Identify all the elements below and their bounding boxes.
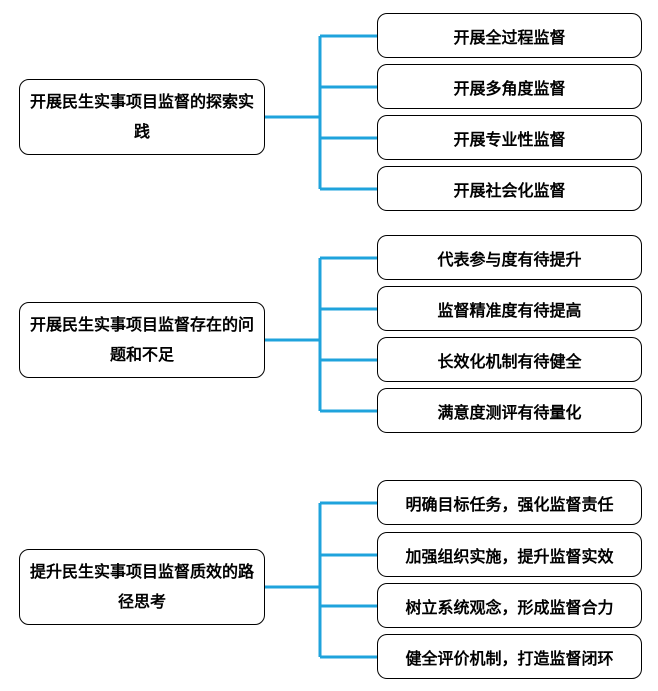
connector-group-2 [265,256,377,413]
item-label: 开展社会化监督 [453,180,566,200]
group-1-item-3: 开展专业性监督 [377,115,642,160]
connector-group-3 [265,501,377,659]
group-2-item-3: 长效化机制有待健全 [377,337,642,382]
group-3-item-2: 加强组织实施，提升监督实效 [377,532,642,577]
item-label: 开展专业性监督 [453,129,566,149]
group-3-item-4: 健全评价机制，打造监督闭环 [377,634,642,679]
item-label: 开展多角度监督 [453,78,566,98]
connector-group-1 [265,34,377,191]
group-2-title-box: 开展民生实事项目监督存在的问题和不足 [19,302,265,378]
item-label: 长效化机制有待健全 [437,351,582,371]
item-label: 加强组织实施，提升监督实效 [405,546,614,566]
group-1-item-4: 开展社会化监督 [377,166,642,211]
group-2-item-1: 代表参与度有待提升 [377,235,642,280]
group-3-item-3: 树立系统观念，形成监督合力 [377,583,642,628]
group-2-item-2: 监督精准度有待提高 [377,286,642,331]
group-3-title: 提升民生实事项目监督质效的路径思考 [30,562,255,611]
item-label: 明确目标任务，强化监督责任 [405,494,614,514]
group-3-title-box: 提升民生实事项目监督质效的路径思考 [19,549,265,625]
item-label: 健全评价机制，打造监督闭环 [405,648,614,668]
item-label: 开展全过程监督 [453,27,566,47]
item-label: 代表参与度有待提升 [437,249,582,269]
group-3-item-1: 明确目标任务，强化监督责任 [377,480,642,525]
group-2-item-4: 满意度测评有待量化 [377,388,642,433]
group-1-item-2: 开展多角度监督 [377,64,642,109]
item-label: 满意度测评有待量化 [437,402,582,422]
group-1-item-1: 开展全过程监督 [377,13,642,58]
group-1-title: 开展民生实事项目监督的探索实践 [30,92,255,141]
item-label: 监督精准度有待提高 [437,300,582,320]
item-label: 树立系统观念，形成监督合力 [405,597,614,617]
group-2-title: 开展民生实事项目监督存在的问题和不足 [30,315,255,364]
group-1-title-box: 开展民生实事项目监督的探索实践 [19,79,265,155]
